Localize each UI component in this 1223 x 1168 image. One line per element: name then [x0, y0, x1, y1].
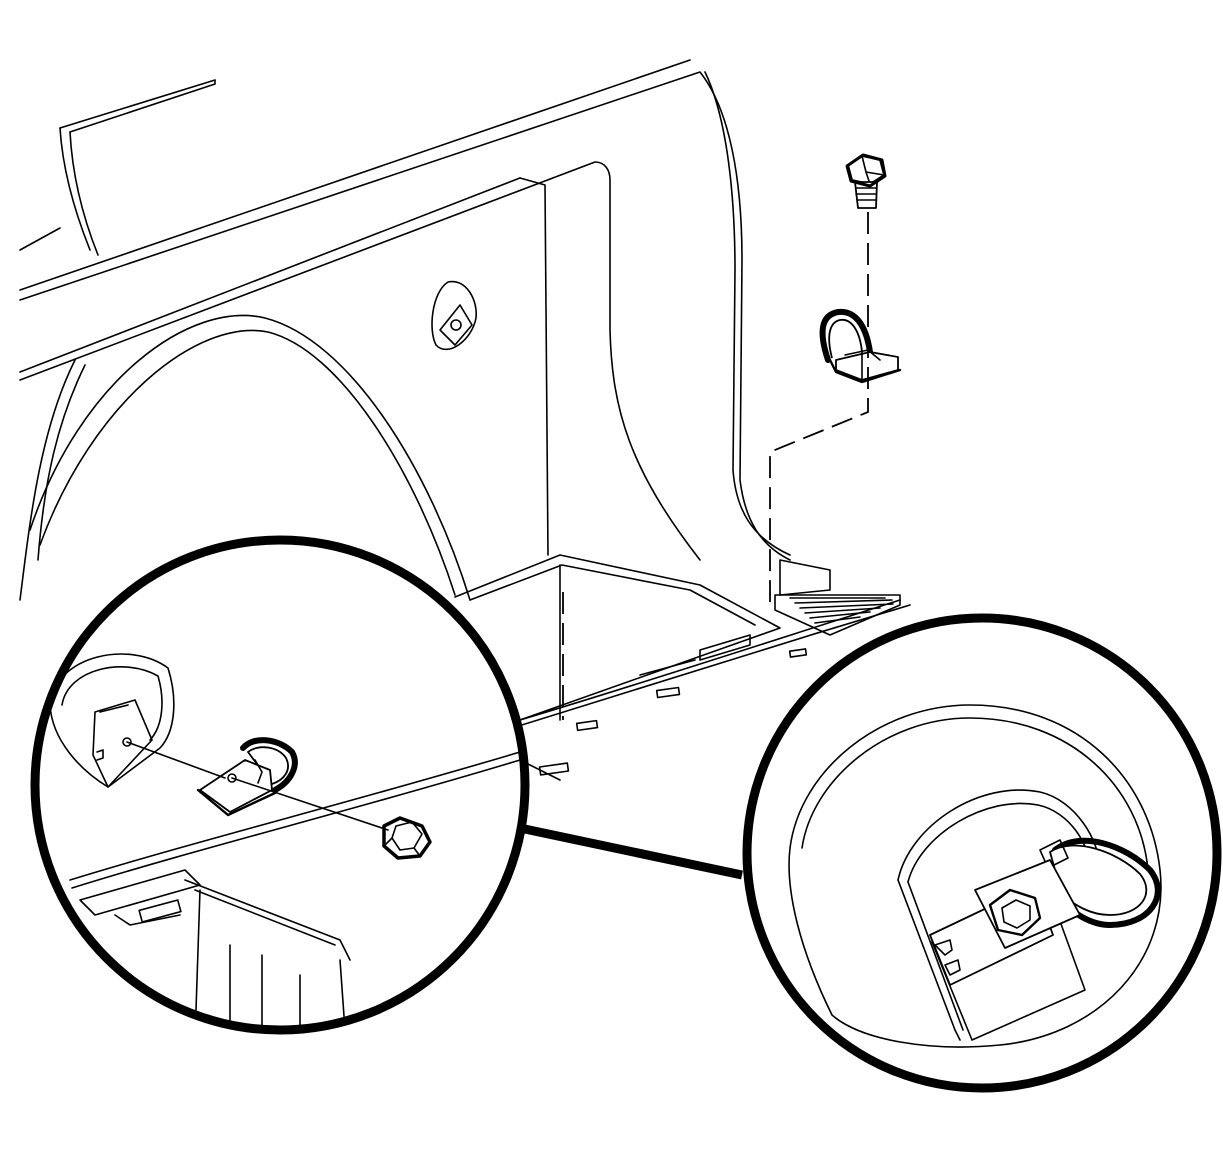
sill-ridges — [774, 559, 901, 636]
detail-view-installation — [30, 535, 530, 1035]
detail-view-installed — [742, 613, 1222, 1093]
quarter-panel-trim — [19, 59, 791, 601]
tie-down-bolt-exploded — [845, 153, 887, 209]
detail-connector — [519, 823, 743, 880]
tie-down-loop-exploded — [819, 308, 902, 384]
wheelhouse — [29, 314, 471, 601]
assembly-leader-lines — [562, 212, 869, 720]
trim-clip — [431, 280, 477, 351]
